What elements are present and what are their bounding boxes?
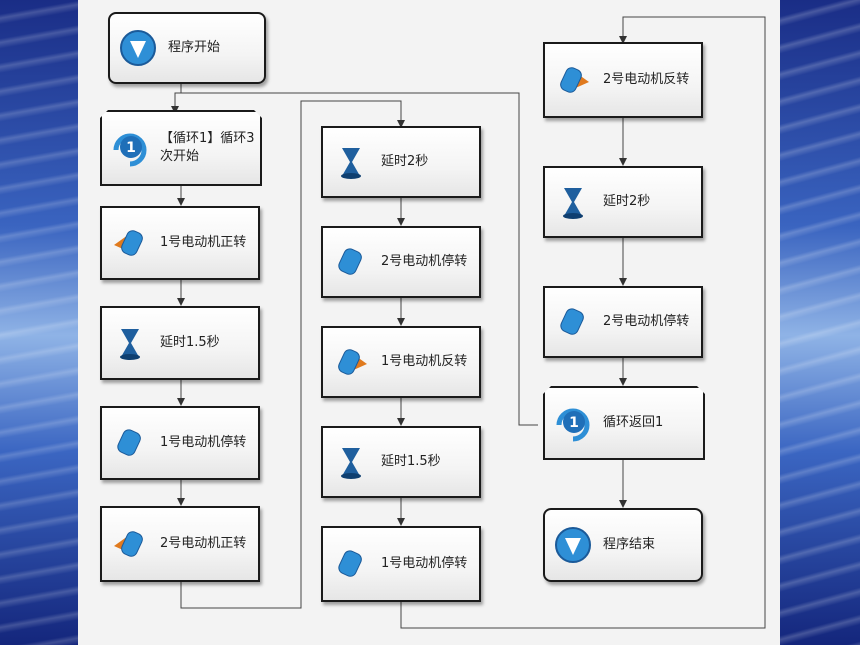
block-label: 延时2秒: [381, 154, 429, 169]
motor-stop-icon: [338, 248, 362, 275]
hourglass-icon: [563, 188, 583, 219]
loop-one-icon: 1: [110, 128, 150, 168]
loop-return-block[interactable]: 1 循环返回1: [543, 386, 705, 460]
delay-block[interactable]: 延时2秒: [543, 166, 703, 238]
loop-one-icon: 1: [553, 403, 593, 443]
down-arrow-circle-icon: [555, 527, 591, 563]
motor1-stop-block[interactable]: 1号电动机停转: [100, 406, 260, 480]
connector-lines: [171, 16, 766, 629]
block-label: 2号电动机正转: [160, 536, 247, 551]
delay-block[interactable]: 延时2秒: [321, 126, 481, 198]
loop-start-block[interactable]: 1 【循环1】循环3次开始: [100, 110, 262, 186]
down-arrow-circle-icon: [120, 30, 156, 66]
block-label: 程序开始: [168, 40, 221, 55]
background-right-panel: [780, 0, 860, 645]
motor-forward-icon: [114, 531, 143, 557]
hourglass-icon: [341, 448, 361, 479]
motor2-forward-block[interactable]: 2号电动机正转: [100, 506, 260, 582]
block-label: 延时1.5秒: [381, 454, 441, 469]
delay-block[interactable]: 延时1.5秒: [321, 426, 481, 498]
delay-block[interactable]: 延时1.5秒: [100, 306, 260, 380]
motor2-stop-block[interactable]: 2号电动机停转: [321, 226, 481, 298]
svg-text:1: 1: [569, 415, 579, 431]
motor-reverse-icon: [560, 67, 589, 93]
hourglass-icon: [341, 148, 361, 179]
motor2-stop-block[interactable]: 2号电动机停转: [543, 286, 703, 358]
motor-reverse-icon: [338, 349, 367, 375]
block-label: 2号电动机停转: [603, 314, 690, 329]
block-label: 1号电动机反转: [381, 354, 468, 369]
svg-text:1: 1: [126, 140, 136, 156]
end-block[interactable]: 程序结束: [543, 508, 703, 582]
motor-stop-icon: [560, 308, 584, 335]
block-label: 1号电动机停转: [160, 435, 247, 450]
block-label: 延时1.5秒: [160, 335, 220, 350]
block-label: 2号电动机反转: [603, 72, 690, 87]
motor-stop-icon: [338, 550, 362, 577]
motor-forward-icon: [114, 230, 143, 256]
motor1-forward-block[interactable]: 1号电动机正转: [100, 206, 260, 280]
motor1-reverse-block[interactable]: 1号电动机反转: [321, 326, 481, 398]
motor1-stop-block[interactable]: 1号电动机停转: [321, 526, 481, 602]
hourglass-icon: [120, 329, 140, 360]
motor-stop-icon: [117, 429, 141, 456]
start-block[interactable]: 程序开始: [108, 12, 266, 84]
motor2-reverse-block[interactable]: 2号电动机反转: [543, 42, 703, 118]
flowchart-canvas: 程序开始 1 【循环1】循环3次开始 1号电动机正转 延时1.5秒 1号电动机停…: [78, 0, 780, 645]
block-label: 1号电动机停转: [381, 556, 468, 571]
block-label: 2号电动机停转: [381, 254, 468, 269]
block-label: 延时2秒: [603, 194, 651, 209]
block-label: 1号电动机正转: [160, 235, 247, 250]
block-label: 循环返回1: [603, 415, 664, 430]
block-label: 【循环1】循环3次开始: [160, 131, 255, 164]
background-left-panel: [0, 0, 78, 645]
block-label: 程序结束: [603, 537, 656, 552]
